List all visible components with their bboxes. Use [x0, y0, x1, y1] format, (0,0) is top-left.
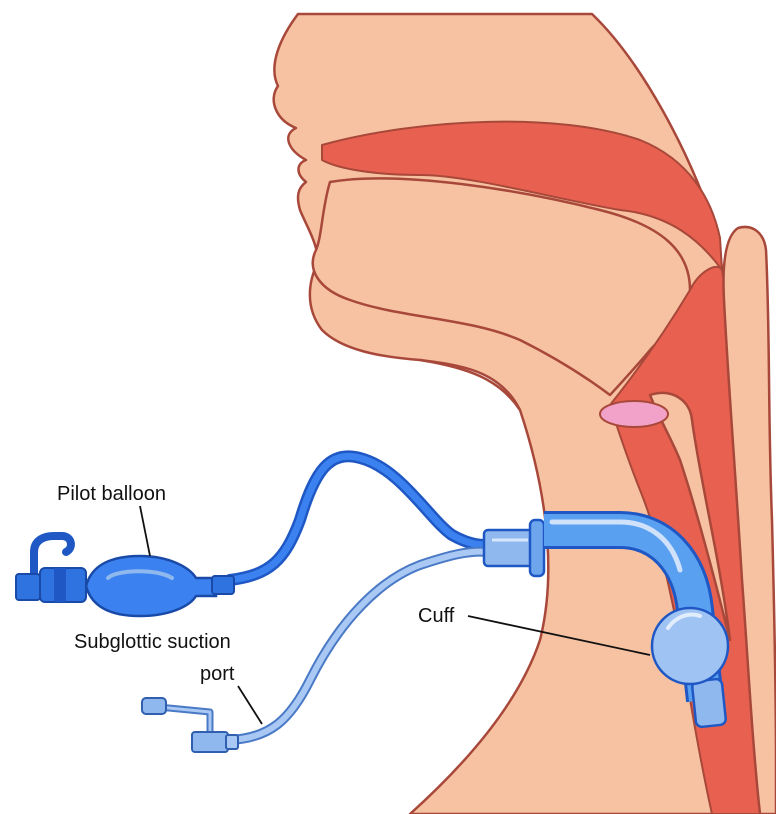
label-suction-line1: Subglottic suction: [74, 631, 231, 653]
label-cuff: Cuff: [418, 605, 455, 627]
pilot-balloon-leader: [140, 506, 150, 556]
cuff: [652, 608, 728, 684]
suction-line-fill: [230, 552, 488, 740]
suction-port: [192, 732, 228, 752]
pilot-balloon: [86, 556, 216, 616]
pilot-balloon-assembly: [16, 536, 234, 616]
label-suction-line2: port: [200, 663, 235, 685]
tube-tip: [692, 679, 727, 728]
label-pilot-balloon: Pilot balloon: [57, 483, 166, 505]
suction-line: [230, 552, 488, 740]
pilot-line: [230, 456, 488, 580]
tube-flange: [530, 520, 544, 576]
tube-connector: [484, 530, 536, 566]
vocal-cords: [600, 401, 668, 427]
suction-port-leader: [238, 686, 262, 724]
suction-port-assembly: [142, 698, 238, 752]
